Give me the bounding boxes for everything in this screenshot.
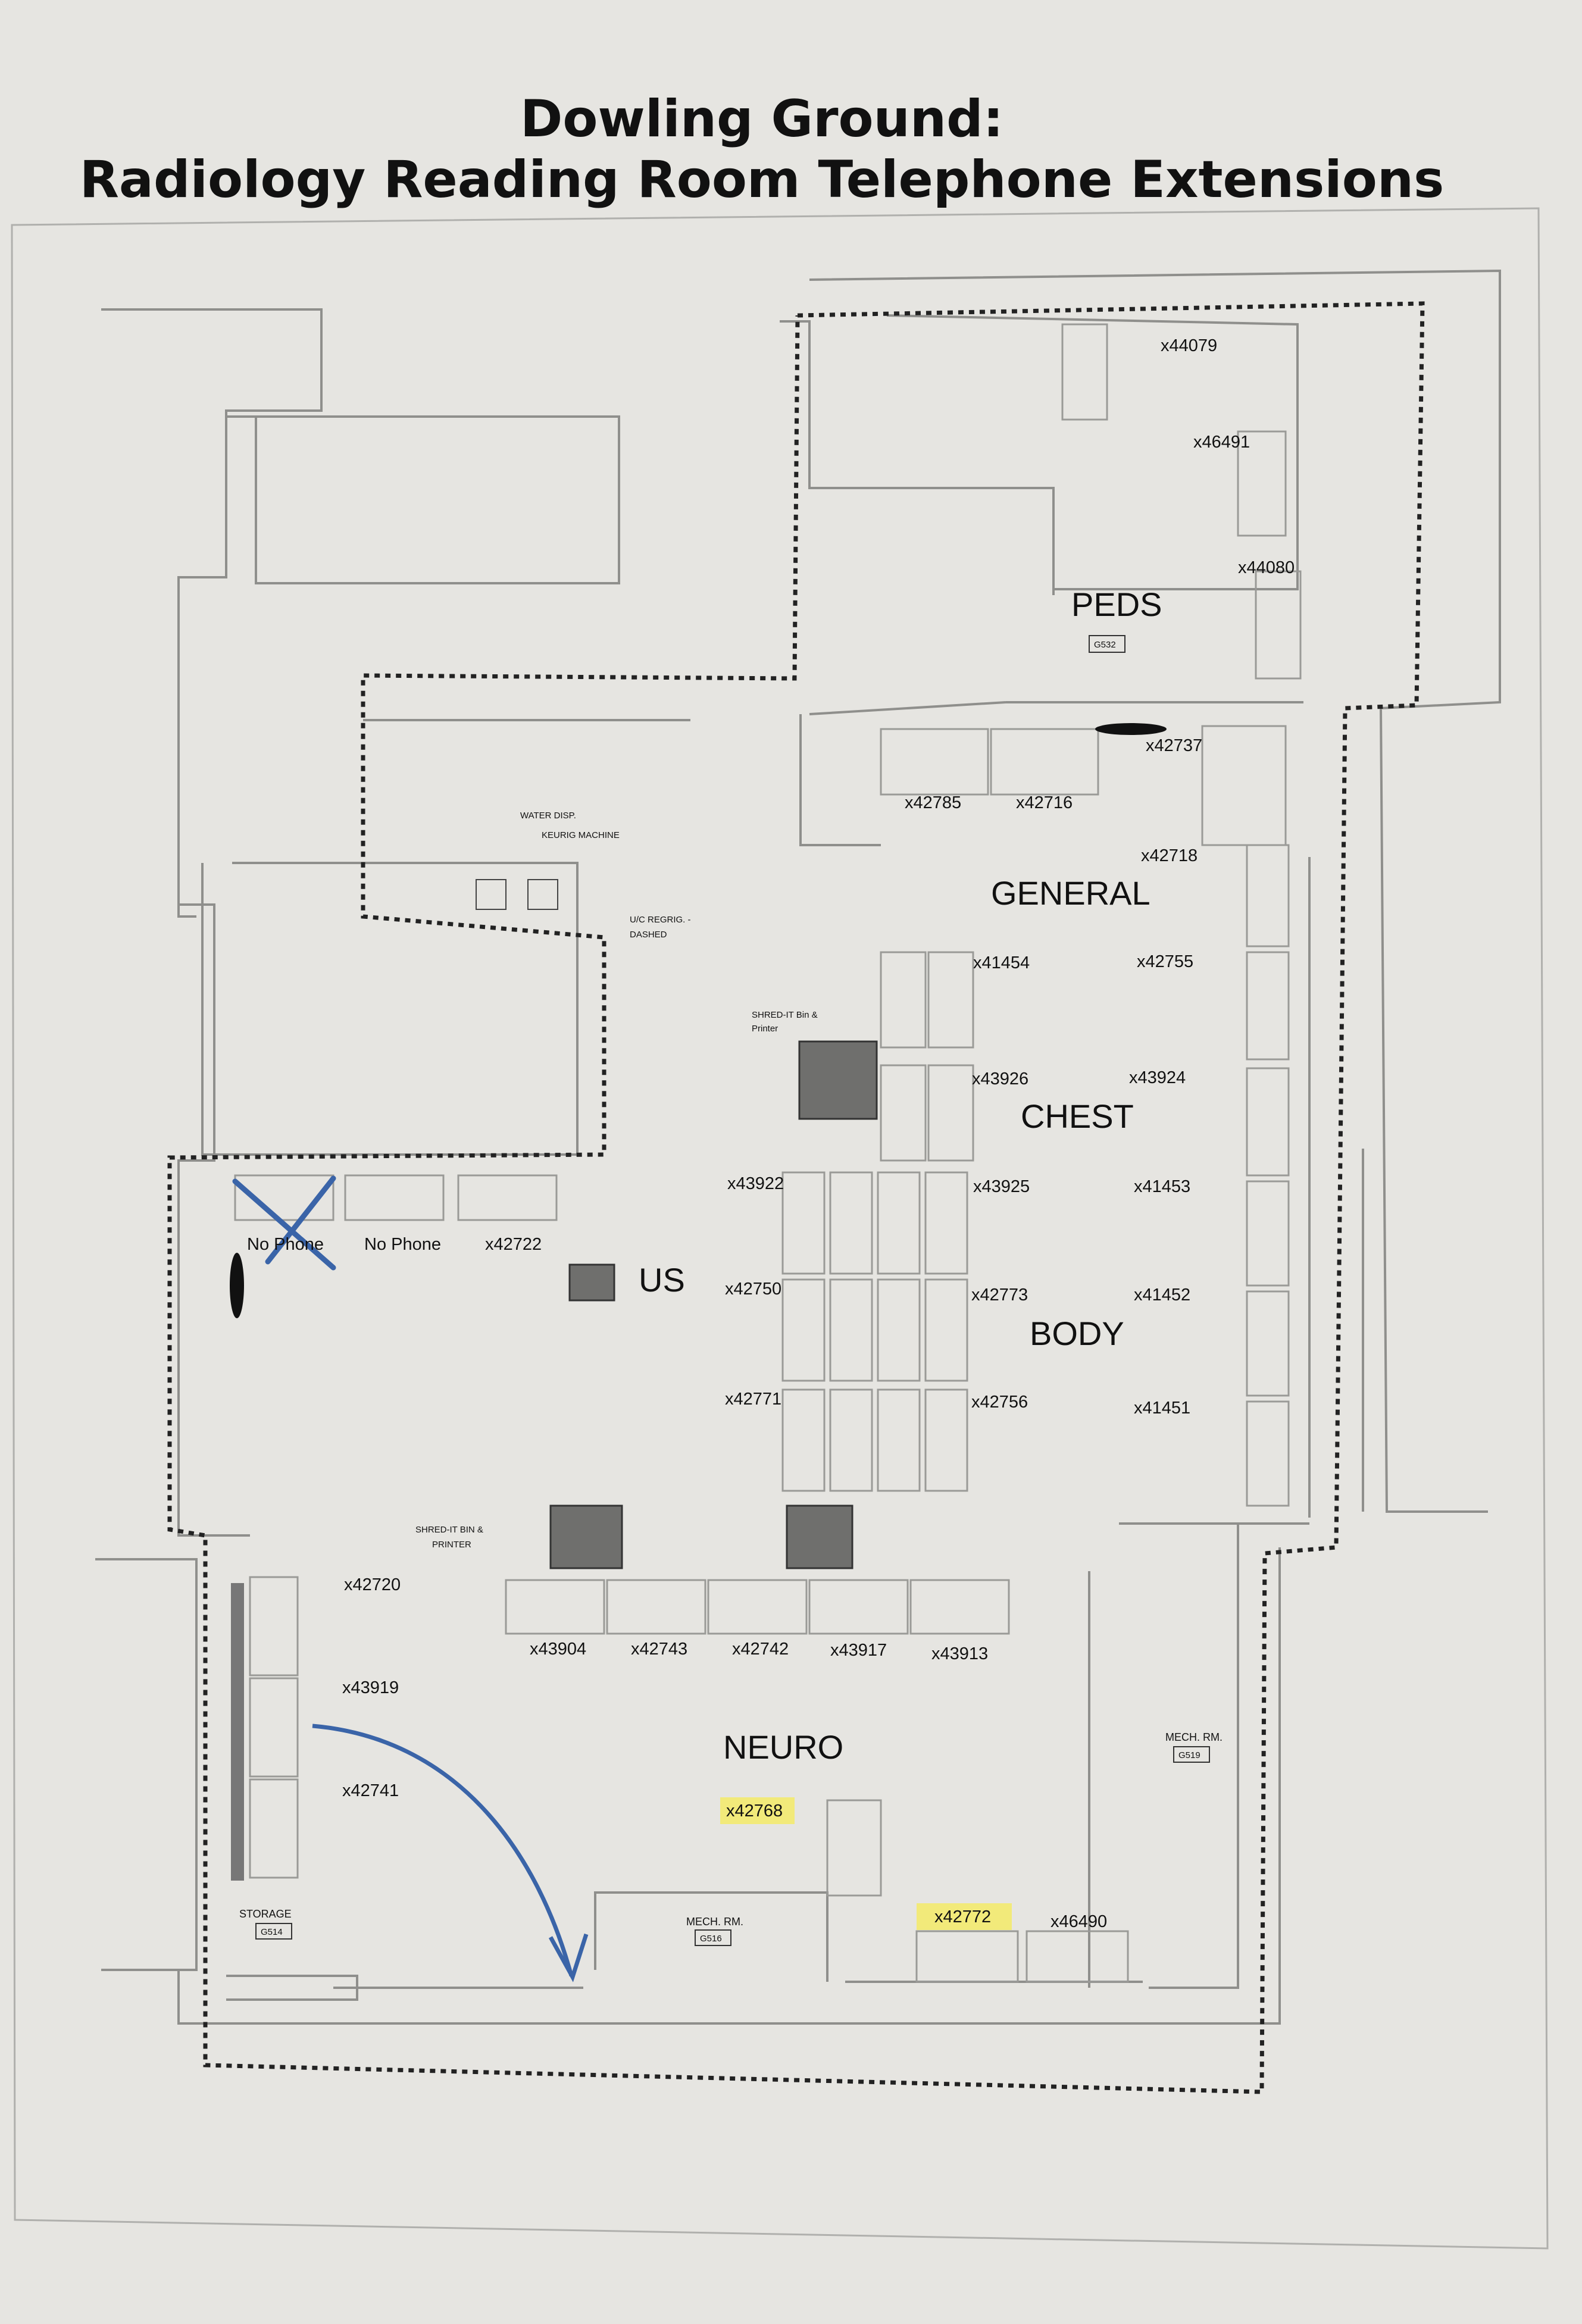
highlight-x42768 <box>720 1797 795 1824</box>
zone-label-neuro: NEURO <box>723 1728 843 1766</box>
desk-furniture <box>234 323 1302 1983</box>
extension-label: x42771 <box>725 1390 781 1409</box>
building-walls <box>95 269 1501 2025</box>
handwritten-x-mark <box>232 1175 336 1271</box>
us-machine <box>568 1263 615 1302</box>
extension-label: x43924 <box>1129 1068 1186 1087</box>
keurig-label: KEURIG MACHINE <box>542 830 620 840</box>
plan-title-line-2: Radiology Reading Room Telephone Extensi… <box>79 150 1445 209</box>
extension-label: x42756 <box>971 1393 1028 1412</box>
extension-label: x42737 <box>1146 736 1202 755</box>
arrow-head <box>548 1933 589 1982</box>
extension-label: x42741 <box>342 1781 399 1800</box>
extension-label: x42743 <box>631 1640 687 1659</box>
zone-label-general: GENERAL <box>991 874 1150 912</box>
water-disp-label: WATER DISP. <box>520 811 576 821</box>
extension-label: x42772 <box>934 1907 991 1926</box>
storage-label: STORAGE <box>239 1908 292 1920</box>
shred-bin-neuro <box>549 1504 623 1569</box>
shred-bottom-label-2: PRINTER <box>432 1540 471 1550</box>
extension-label: x41452 <box>1134 1285 1190 1305</box>
extension-label: x43919 <box>342 1678 399 1697</box>
extension-label: x41454 <box>973 953 1030 972</box>
extension-label: x42773 <box>971 1285 1028 1305</box>
printer-neuro <box>786 1504 853 1569</box>
wall-strip <box>231 1583 244 1881</box>
extension-label: No Phone <box>364 1235 441 1254</box>
ink-blot-left <box>230 1253 244 1318</box>
room-tag-mech-right: G519 <box>1178 1750 1200 1760</box>
extension-label: No Phone <box>247 1235 324 1254</box>
ink-blot-top <box>1095 723 1167 735</box>
extension-label: x43904 <box>530 1640 586 1659</box>
extension-label: x42742 <box>732 1640 789 1659</box>
extension-label: x43926 <box>972 1069 1028 1089</box>
extension-label: x42716 <box>1016 793 1073 812</box>
mech-room-right-label: MECH. RM. <box>1165 1731 1223 1743</box>
extension-label: x42755 <box>1137 952 1193 971</box>
extension-label: x41451 <box>1134 1399 1190 1418</box>
extension-label: x44080 <box>1238 558 1295 577</box>
room-tag-mech-bottom: G516 <box>700 1934 722 1944</box>
shred-top-label-1: SHRED-IT Bin & <box>752 1010 818 1020</box>
plan-title-line-1: Dowling Ground: <box>520 89 1004 149</box>
extension-label: x43917 <box>830 1641 887 1660</box>
ucregrig-label-1: U/C REGRIG. - <box>630 915 691 925</box>
extension-label: x41453 <box>1134 1177 1190 1196</box>
shred-bin-chest <box>798 1040 878 1120</box>
zone-label-chest: CHEST <box>1021 1097 1134 1135</box>
shred-top-label-2: Printer <box>752 1024 778 1034</box>
extension-label: x44079 <box>1161 336 1217 355</box>
shred-bottom-label-1: SHRED-IT BIN & <box>415 1525 483 1535</box>
extension-label: x43913 <box>931 1644 988 1663</box>
ucregrig-label-2: DASHED <box>630 930 667 940</box>
extension-label: x42768 <box>726 1801 783 1821</box>
extension-label: x43925 <box>973 1177 1030 1196</box>
zone-label-body: BODY <box>1030 1315 1124 1352</box>
highlight-x42772 <box>917 1903 1012 1930</box>
extension-label: x42718 <box>1141 846 1198 865</box>
room-tag-peds: G532 <box>1094 640 1116 650</box>
zone-label-us: US <box>639 1261 685 1299</box>
extension-label: x42750 <box>725 1280 781 1299</box>
handwritten-arrow <box>312 1724 574 1976</box>
extension-label: x42785 <box>905 793 961 812</box>
extension-label: x46491 <box>1193 433 1250 452</box>
reading-room-boundary <box>167 301 1425 2094</box>
extension-label: x46490 <box>1051 1912 1107 1931</box>
extension-label: x42720 <box>344 1575 401 1594</box>
extension-label: x42722 <box>485 1235 542 1254</box>
mech-room-bottom-label: MECH. RM. <box>686 1916 743 1928</box>
drawing-frame <box>11 207 1549 2250</box>
extension-label: x43922 <box>727 1174 784 1193</box>
room-tag-storage: G514 <box>261 1927 283 1937</box>
zone-label-peds: PEDS <box>1071 586 1162 623</box>
